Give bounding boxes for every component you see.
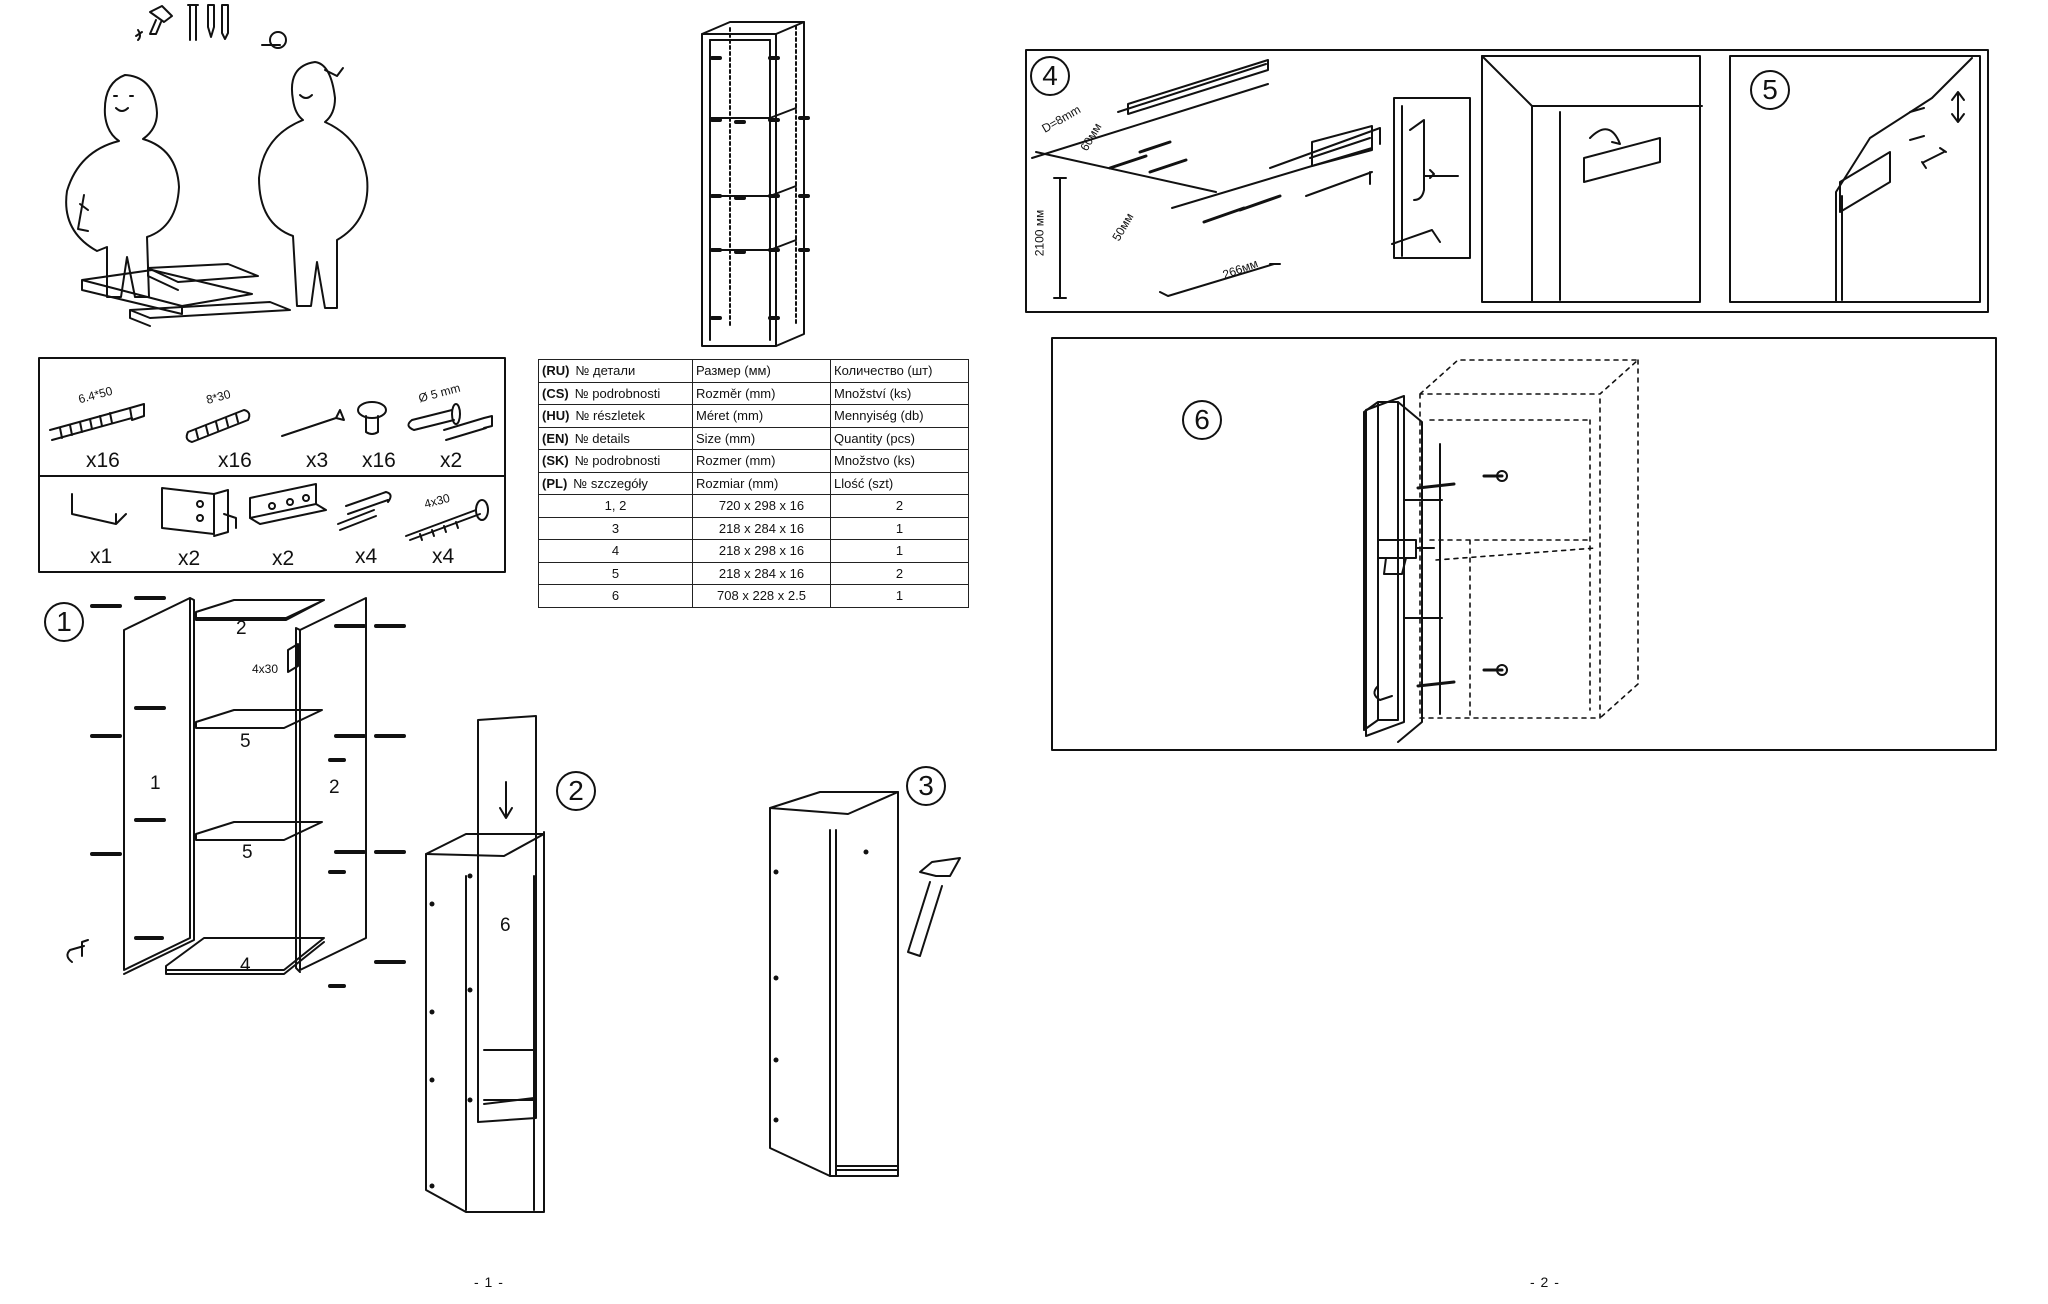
step-1-number: 1 (44, 602, 84, 642)
step-3-number: 3 (906, 766, 946, 806)
lang-code: (PL) (542, 475, 568, 491)
step6-illustration (1051, 337, 1997, 751)
hardware-list-box (38, 357, 506, 573)
lang-code: (RU) (542, 363, 570, 379)
step1-part1-label: 1 (150, 773, 161, 794)
lang-code: (SK) (542, 453, 569, 469)
step3-illustration (769, 791, 961, 1177)
wood-dowel-qty: x16 (218, 449, 252, 472)
wall-plug-icon (337, 491, 392, 531)
cam-lock-icon (357, 401, 387, 435)
assembly-people-illustration (65, 61, 369, 327)
hammer-icon (907, 857, 961, 957)
step1-part5a-label: 5 (240, 731, 251, 752)
step1-part5b-label: 5 (242, 842, 253, 863)
lang-code: (HU) (542, 408, 570, 424)
allen-key-qty: x1 (90, 545, 113, 568)
hanging-bracket-icon (161, 487, 237, 537)
page-number-left: - 1 - (474, 1274, 504, 1290)
wall-plug-qty: x4 (355, 545, 378, 568)
table-row: (EN)№ details Size (mm) Quantity (pcs) (538, 426, 969, 450)
allen-key-icon (71, 493, 127, 525)
parts-table: (RU)№ детали Размер (мм) Количество (шт)… (538, 359, 969, 608)
step1-illustration (66, 596, 406, 988)
table-row: 4 218 x 298 x 16 1 (538, 539, 969, 563)
table-row: 6 708 x 228 x 2.5 1 (538, 584, 969, 608)
drill-icon (1377, 539, 1435, 575)
table-row: (PL)№ szczegóły Rozmiar (mm) Llość (szt) (538, 471, 969, 495)
cam-lock-qty: x16 (362, 449, 396, 472)
nail-icon (281, 409, 345, 437)
step-5-number: 5 (1750, 70, 1790, 110)
wood-screw-qty: x4 (432, 545, 455, 568)
wood-screw-icon (405, 499, 489, 541)
hanging-bracket-qty: x2 (178, 547, 201, 570)
tools-icon (135, 4, 287, 49)
lang-code: (EN) (542, 430, 569, 446)
step1-part2-top-label: 2 (236, 618, 247, 639)
table-row: (SK)№ podrobnosti Rozmer (mm) Množstvo (… (538, 449, 969, 473)
nail-qty: x3 (306, 449, 329, 472)
cabinet-preview-illustration (701, 21, 810, 347)
wood-dowel-icon (185, 409, 251, 443)
table-row: (HU)№ részletek Méret (mm) Mennyiség (db… (538, 404, 969, 428)
step1-screw-label: 4x30 (252, 662, 279, 676)
step2-illustration (425, 715, 545, 1213)
dowel-screw-icon (49, 403, 145, 441)
step1-part2-side-label: 2 (329, 777, 340, 798)
lang-code: (CS) (542, 385, 569, 401)
step-2-number: 2 (556, 771, 596, 811)
step-4-number: 4 (1030, 56, 1070, 96)
mounting-rail-icon (249, 483, 327, 525)
connector-bolt-icon (407, 403, 493, 441)
table-row: 3 218 x 284 x 16 1 (538, 516, 969, 540)
table-row: (CS)№ podrobnosti Rozměr (mm) Množství (… (538, 381, 969, 405)
step4-2100mm-label: 2100 мм (1032, 209, 1047, 257)
mounting-rail-qty: x2 (272, 547, 295, 570)
step1-part4-label: 4 (240, 955, 251, 976)
table-row: (RU)№ детали Размер (мм) Количество (шт) (538, 359, 969, 383)
table-row: 1, 2 720 x 298 x 16 2 (538, 494, 969, 518)
step4-illustration (1025, 49, 1989, 313)
dowel-screw-qty: x16 (86, 449, 120, 472)
table-row: 5 218 x 284 x 16 2 (538, 561, 969, 585)
step-6-number: 6 (1182, 400, 1222, 440)
page-number-right: - 2 - (1530, 1274, 1560, 1290)
step2-panel-label: 6 (500, 915, 511, 936)
connector-bolt-qty: x2 (440, 449, 463, 472)
